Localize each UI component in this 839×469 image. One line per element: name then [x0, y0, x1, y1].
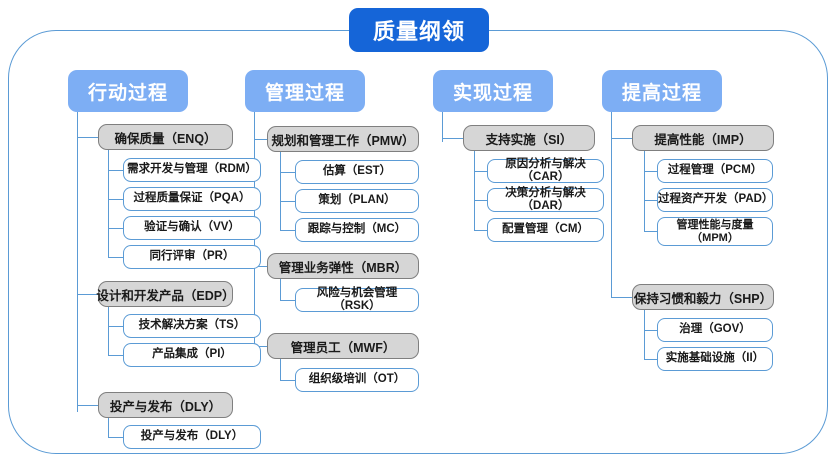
leaf-box[interactable]: 过程资产开发（PAD）: [657, 188, 773, 212]
leaf-line: [280, 300, 296, 302]
leaf-box[interactable]: 同行评审（PR）: [123, 245, 261, 269]
group-box[interactable]: 支持实施（SI）: [463, 125, 595, 151]
leaf-box[interactable]: 过程管理（PCM）: [657, 159, 773, 183]
leaf-box[interactable]: 技术解决方案（TS）: [123, 314, 261, 338]
leaf-line: [474, 230, 488, 232]
column-header-4[interactable]: 提高过程: [602, 70, 722, 112]
leaf-line: [474, 171, 488, 173]
branch-line: [254, 266, 268, 268]
leaf-line: [280, 201, 296, 203]
leaf-line: [108, 326, 124, 328]
leaf-box[interactable]: 需求开发与管理（RDM）: [123, 158, 261, 182]
leaf-box[interactable]: 策划（PLAN）: [295, 189, 419, 213]
leaf-line: [644, 200, 658, 202]
group-box[interactable]: 提高性能（IMP）: [632, 125, 774, 151]
leaf-box[interactable]: 决策分析与解决（DAR）: [487, 187, 604, 212]
group-trunk-line: [280, 152, 282, 231]
leaf-box[interactable]: 过程质量保证（PQA）: [123, 187, 261, 211]
leaf-line: [644, 171, 658, 173]
branch-line: [442, 138, 464, 140]
leaf-line: [280, 380, 296, 382]
leaf-box[interactable]: 估算（EST）: [295, 160, 419, 184]
leaf-box[interactable]: 实施基础设施（II）: [657, 347, 773, 371]
group-box[interactable]: 投产与发布（DLY）: [98, 392, 233, 418]
group-box[interactable]: 规划和管理工作（PMW）: [267, 126, 419, 152]
leaf-line: [280, 230, 296, 232]
group-trunk-line: [644, 310, 646, 360]
trunk-line-col-3: [442, 112, 444, 142]
leaf-box[interactable]: 风险与机会管理（RSK）: [295, 287, 419, 312]
branch-line: [77, 405, 99, 407]
group-trunk-line: [108, 307, 110, 355]
leaf-line: [108, 199, 124, 201]
leaf-line: [108, 228, 124, 230]
branch-line: [254, 139, 268, 141]
group-trunk-line: [474, 151, 476, 231]
branch-line: [254, 346, 268, 348]
column-header-1[interactable]: 行动过程: [68, 70, 188, 112]
leaf-line: [644, 359, 658, 361]
leaf-box[interactable]: 配置管理（CM）: [487, 218, 604, 242]
branch-line: [611, 297, 633, 299]
branch-line: [77, 294, 99, 296]
group-box[interactable]: 保持习惯和毅力（SHP）: [632, 284, 774, 310]
trunk-line-col-4: [611, 112, 613, 298]
group-box[interactable]: 管理员工（MWF）: [267, 333, 419, 359]
leaf-box[interactable]: 投产与发布（DLY）: [123, 425, 261, 449]
leaf-line: [474, 200, 488, 202]
branch-line: [611, 138, 633, 140]
column-header-2[interactable]: 管理过程: [245, 70, 365, 112]
group-box[interactable]: 管理业务弹性（MBR）: [267, 253, 419, 279]
leaf-line: [280, 172, 296, 174]
group-box[interactable]: 确保质量（ENQ）: [98, 124, 233, 150]
group-trunk-line: [108, 249, 110, 258]
leaf-box[interactable]: 治理（GOV）: [657, 318, 773, 342]
leaf-line: [108, 437, 124, 439]
group-trunk-line: [644, 151, 646, 232]
group-box[interactable]: 设计和开发产品（EDP）: [96, 281, 235, 307]
leaf-box[interactable]: 验证与确认（VV）: [123, 216, 261, 240]
leaf-box[interactable]: 组织级培训（OT）: [295, 368, 419, 392]
leaf-box[interactable]: 跟踪与控制（MC）: [295, 218, 419, 242]
group-trunk-line: [108, 418, 110, 438]
leaf-box[interactable]: 管理性能与度量（MPM）: [657, 217, 773, 246]
leaf-line: [644, 330, 658, 332]
group-trunk-line: [280, 279, 282, 301]
leaf-box[interactable]: 原因分析与解决（CAR）: [487, 158, 604, 183]
leaf-line: [108, 257, 124, 259]
leaf-line: [108, 170, 124, 172]
leaf-box[interactable]: 产品集成（PI）: [123, 343, 261, 367]
column-header-3[interactable]: 实现过程: [433, 70, 553, 112]
leaf-line: [108, 355, 124, 357]
leaf-line: [644, 231, 658, 233]
group-trunk-line: [280, 359, 282, 381]
branch-line: [77, 137, 99, 139]
root-title: 质量纲领: [349, 8, 489, 52]
trunk-line-col-1: [77, 112, 79, 412]
